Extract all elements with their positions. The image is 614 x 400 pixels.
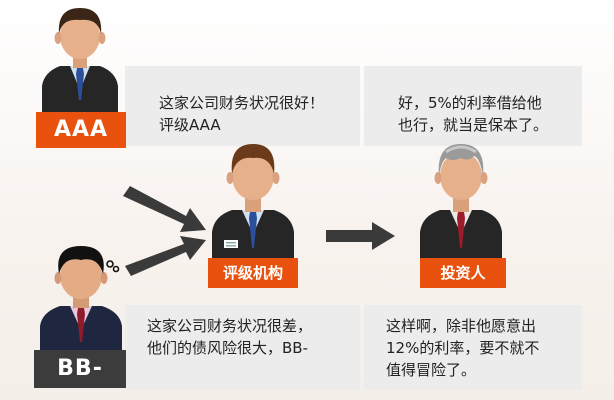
investor-badge: 投资人 [420, 258, 506, 288]
bb-statement-bubble: 这家公司财务状况很差， 他们的债风险很大，BB- [125, 305, 360, 390]
bb-badge: BB- [34, 350, 126, 388]
investor-avatar-icon [420, 144, 502, 260]
businessman-avatar-bb-icon [40, 246, 122, 350]
investor-reply-good-line2: 也行，就当是保本了。 [398, 116, 549, 134]
aaa-statement-bubble: 这家公司财务状况很好！ 评级AAA [125, 66, 360, 146]
aaa-statement-line2: 评级AAA [159, 116, 221, 134]
investor-reply-bad-line2: 12%的利率，要不就不 [386, 339, 540, 357]
investor-reply-bad-bubble: 这样啊，除非他愿意出 12%的利率，要不就不 值得冒险了。 [364, 305, 582, 390]
bb-statement-line2: 他们的债风险很大，BB- [147, 339, 308, 357]
sweat-swirl-icon [106, 260, 120, 273]
investor-reply-good-bubble: 好，5%的利率借给他 也行，就当是保本了。 [364, 66, 582, 146]
investor-reply-bad-line3: 值得冒险了。 [386, 361, 477, 379]
rating-agency-label: 评级机构 [222, 264, 283, 282]
arrow-agency-to-investor-icon [326, 222, 395, 250]
rating-agency-avatar-icon [212, 144, 294, 260]
aaa-statement-line1: 这家公司财务状况很好！ [159, 94, 325, 112]
aaa-badge-label: AAA [53, 117, 109, 142]
investor-reply-bad-line1: 这样啊，除非他愿意出 [386, 317, 537, 335]
investor-label: 投资人 [440, 264, 486, 282]
rating-agency-badge: 评级机构 [208, 258, 298, 288]
bb-badge-label: BB- [57, 356, 103, 381]
aaa-badge: AAA [36, 112, 126, 148]
bb-statement-line1: 这家公司财务状况很差， [147, 317, 313, 335]
businessman-avatar-aaa-icon [42, 8, 118, 112]
arrow-aaa-to-agency-icon [123, 186, 206, 232]
arrow-bb-to-agency-icon [125, 236, 206, 276]
investor-reply-good-line1: 好，5%的利率借给他 [398, 94, 542, 112]
